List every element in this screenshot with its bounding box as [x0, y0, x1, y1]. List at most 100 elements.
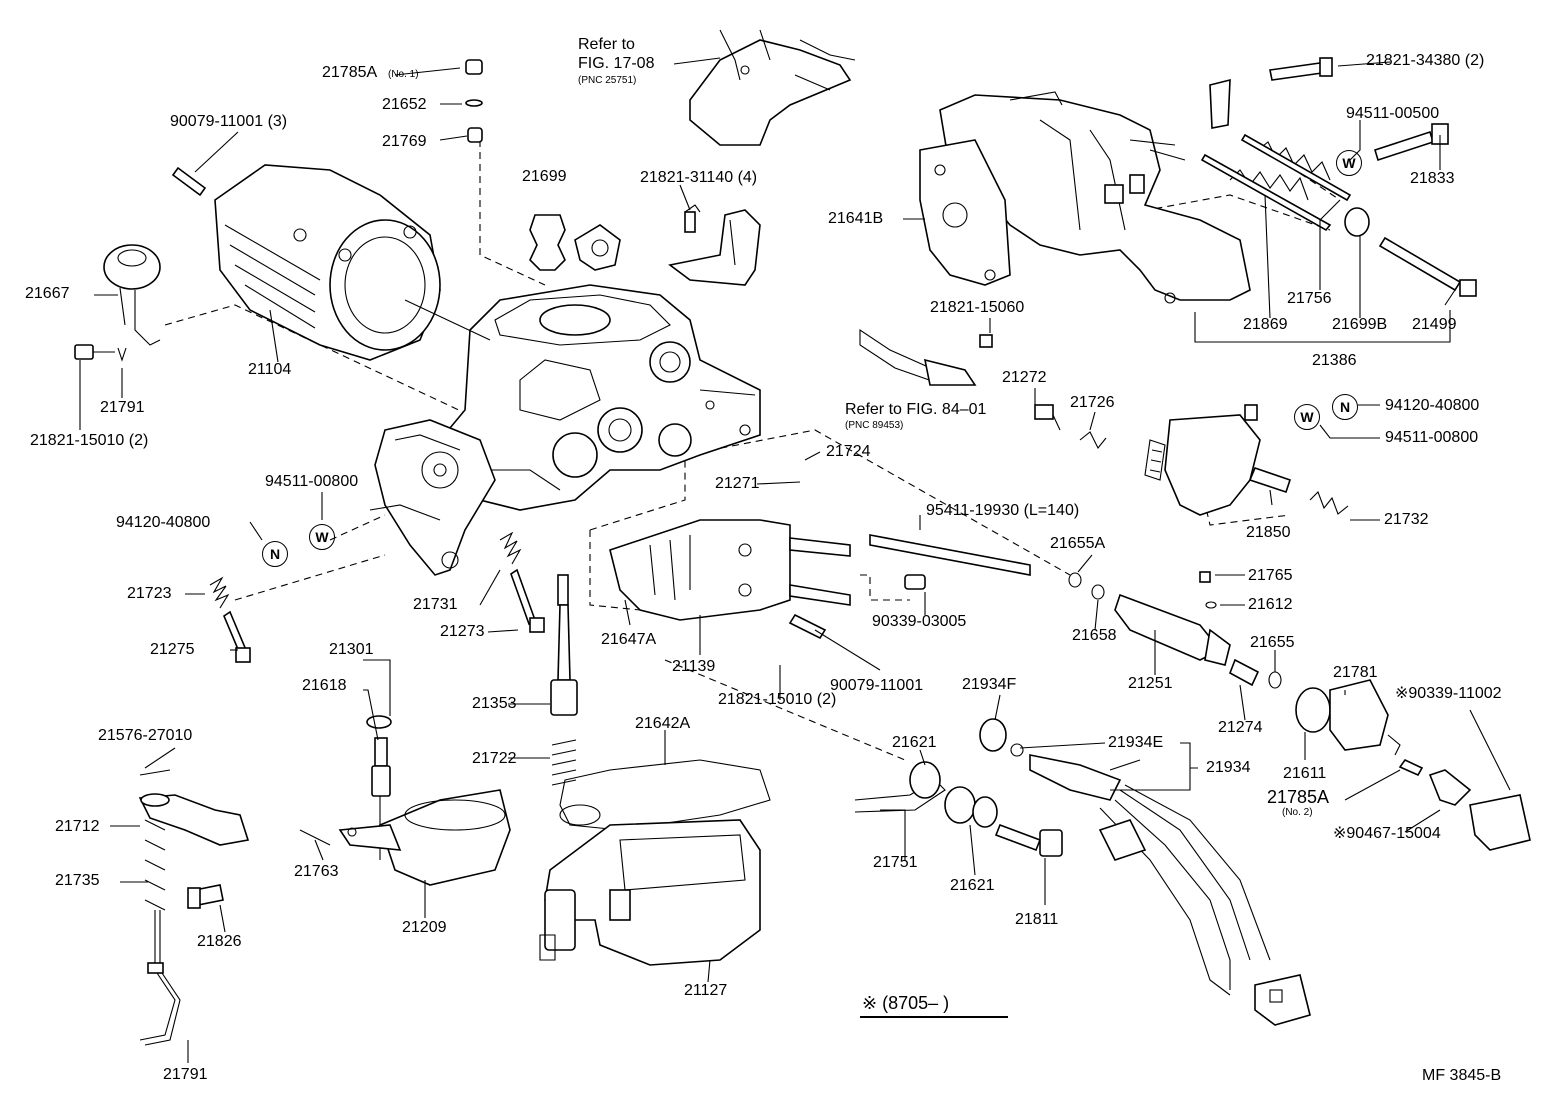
label-90467-15004: ※90467-15004 [1333, 825, 1441, 842]
label-21723: 21723 [127, 585, 172, 602]
label-21139: 21139 [672, 658, 716, 675]
circle-n-symbol-left: N [262, 541, 288, 567]
idle-screw-21275 [209, 576, 251, 663]
label-21621-b: 21621 [950, 877, 995, 894]
label-21209: 21209 [402, 919, 447, 936]
label-21621-a: 21621 [892, 734, 937, 751]
label-21934f: 21934F [962, 676, 1017, 693]
label-21785a-no2: 21785A [1267, 787, 1330, 807]
screws-upper-left [74, 166, 207, 362]
label-21699: 21699 [522, 168, 567, 185]
connector-fig-84-01 [859, 328, 993, 386]
label-21271: 21271 [715, 475, 760, 492]
boot-21699 [529, 214, 621, 271]
date-note: ※ (8705– ) [862, 993, 950, 1013]
circle-w-symbol-right: W [1294, 404, 1320, 430]
label-90339-11002: ※90339-11002 [1395, 685, 1502, 702]
label-21699b: 21699B [1332, 316, 1388, 333]
label-21785a-no2-sub: (No. 2) [1282, 807, 1313, 818]
label-21652: 21652 [382, 96, 427, 113]
label-21647a: 21647A [601, 631, 657, 648]
harness-21934 [979, 718, 1311, 1026]
label-21655a: 21655A [1050, 535, 1106, 552]
carburetor-body [438, 284, 761, 511]
ref-fig1708-line3: (PNC 25751) [578, 75, 637, 86]
label-21273: 21273 [440, 623, 485, 640]
power-piston-21353 [550, 574, 578, 786]
label-21731: 21731 [413, 596, 458, 613]
label-21821-34380-2: 21821-34380 (2) [1366, 52, 1485, 69]
label-21127: 21127 [684, 982, 728, 999]
label-94511-00800-right: 94511-00800 [1385, 429, 1479, 446]
label-94511-00500: 94511-00500 [1346, 105, 1440, 122]
fuel-cut-solenoid [1068, 571, 1531, 851]
label-21785a-no1-sub: (No. 1) [388, 69, 419, 80]
label-21722: 21722 [472, 750, 517, 767]
ref-fig1708-line1: Refer to [578, 36, 635, 53]
bracket-21821-31140 [668, 204, 761, 286]
label-21869: 21869 [1243, 316, 1288, 333]
plate-21647a [609, 519, 926, 640]
label-21756: 21756 [1287, 290, 1332, 307]
ref-fig1708-line2: FIG. 17-08 [578, 55, 655, 72]
choke-housing-21104 [214, 164, 491, 361]
label-21821-15060: 21821-15060 [930, 299, 1025, 316]
label-21712: 21712 [55, 818, 100, 835]
label-21611: 21611 [1283, 765, 1327, 782]
label-21765: 21765 [1248, 567, 1293, 584]
label-21353: 21353 [472, 695, 517, 712]
label-90079-11001-3: 90079-11001 (3) [170, 113, 288, 130]
label-21732: 21732 [1384, 511, 1429, 528]
label-21821-31140-4: 21821-31140 (4) [640, 169, 758, 186]
label-94120-40800-left: 94120-40800 [116, 514, 211, 531]
pipe-95411-19930 [869, 534, 1031, 576]
label-21724: 21724 [826, 443, 871, 460]
ref-fig8401-line1: Refer to FIG. 84–01 [845, 401, 987, 418]
label-21785a-no1: 21785A [322, 64, 378, 81]
drawing-code: MF 3845-B [1422, 1067, 1502, 1084]
label-21833: 21833 [1410, 170, 1455, 187]
label-21642a: 21642A [635, 715, 691, 732]
label-21821-15010-2-top: 21821-15010 (2) [30, 432, 149, 449]
label-21274: 21274 [1218, 719, 1263, 736]
label-21499: 21499 [1412, 316, 1457, 333]
label-21791-bottom: 21791 [163, 1066, 208, 1083]
label-21275: 21275 [150, 641, 195, 658]
gasket-21642a [559, 759, 771, 831]
circle-w-symbol-top: W [1336, 150, 1362, 176]
label-21104: 21104 [248, 361, 292, 378]
label-90339-03005: 90339-03005 [872, 613, 967, 630]
label-21735: 21735 [55, 872, 100, 889]
label-90079-11001: 90079-11001 [830, 677, 924, 694]
label-95411-19930: 95411-19930 (L=140) [926, 502, 1080, 519]
label-21301: 21301 [329, 641, 374, 658]
label-21821-15010-2-bottom: 21821-15010 (2) [718, 691, 837, 708]
springs-upper-right [1200, 57, 1477, 297]
label-21934: 21934 [1206, 759, 1251, 776]
circle-n-symbol-right: N [1332, 394, 1358, 420]
label-21667: 21667 [25, 285, 70, 302]
vacuum-diaphragm-21667 [103, 244, 161, 346]
fast-idle-link [138, 769, 250, 1046]
label-21934e: 21934E [1108, 734, 1164, 751]
label-21726: 21726 [1070, 394, 1115, 411]
label-21763: 21763 [294, 863, 339, 880]
label-21826: 21826 [197, 933, 242, 950]
throttle-linkage [369, 419, 496, 576]
label-21251: 21251 [1128, 675, 1173, 692]
circle-w-symbol-left: W [309, 524, 335, 550]
leader-lines [79, 57, 1511, 1063]
label-21655: 21655 [1250, 634, 1295, 651]
small-top-parts [465, 59, 483, 143]
label-21641b: 21641B [828, 210, 884, 227]
fuel-inlet-parts [854, 761, 1063, 857]
label-21576-27010: 21576-27010 [98, 727, 193, 744]
solenoid-21209 [299, 789, 511, 886]
label-21791-top: 21791 [100, 399, 145, 416]
label-21386: 21386 [1312, 352, 1357, 369]
label-21850: 21850 [1246, 524, 1291, 541]
date-note-underline [860, 1016, 1008, 1018]
ref-fig8401-line2: (PNC 89453) [845, 420, 904, 431]
solenoid-bracket-21850 [1034, 404, 1349, 516]
